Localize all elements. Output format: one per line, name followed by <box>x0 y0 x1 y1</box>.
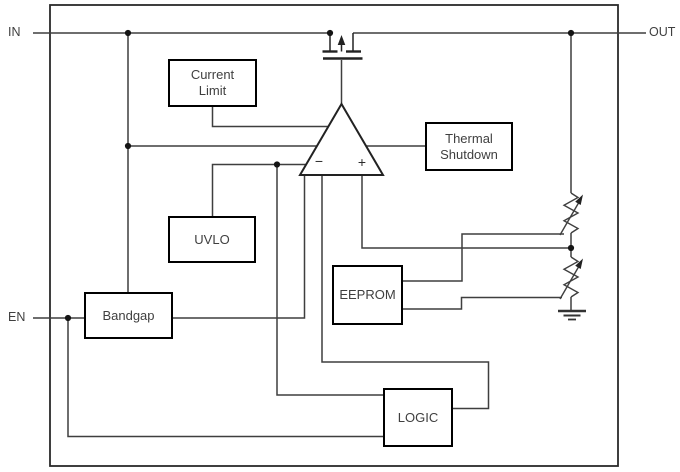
mosfet-body-arrow-icon <box>337 35 346 45</box>
thermal-shutdown-block: Thermal Shutdown <box>425 122 513 171</box>
wire-eeprom-trim-bottom <box>403 296 562 310</box>
wire-feedback-tap <box>361 170 571 249</box>
junction-out-divider <box>567 29 575 37</box>
junction-uvlo-logic <box>273 161 281 168</box>
trim-arrow-bottom-head-icon <box>575 258 583 269</box>
wire-bandgap-to-amp <box>173 170 306 319</box>
wire-uvlo-to-logic <box>276 164 383 396</box>
bandgap-block: Bandgap <box>84 292 173 339</box>
pass-transistor-icon <box>322 33 363 60</box>
current-limit-block: Current Limit <box>168 59 257 107</box>
junction-in-amp <box>124 142 132 150</box>
junction-feedback-tap <box>567 244 575 252</box>
wire-currentlimit-to-amp <box>211 107 331 128</box>
resistor-top-zigzag <box>562 192 580 234</box>
junction-dots <box>64 29 575 322</box>
junction-in-bandgap <box>124 29 132 37</box>
junction-en-logic <box>64 314 72 322</box>
pin-label-in: IN <box>8 25 21 39</box>
wire-uvlo-to-amp <box>211 163 309 216</box>
amp-noninverting-input-label: + <box>357 154 367 170</box>
chip-boundary <box>49 4 619 467</box>
error-amplifier-icon <box>298 102 385 176</box>
wire-eeprom-trim-top <box>403 233 564 282</box>
logic-block: LOGIC <box>383 388 453 447</box>
eeprom-block: EEPROM <box>332 265 403 325</box>
resistor-bottom-zigzag <box>562 256 580 298</box>
junction-in-source <box>326 29 334 37</box>
ground-icon <box>558 309 586 321</box>
wire-amp-to-logic <box>321 170 490 410</box>
wire-en-to-logic <box>67 318 383 438</box>
pin-label-out: OUT <box>649 25 676 39</box>
uvlo-block: UVLO <box>168 216 256 263</box>
trim-arrow-top-head-icon <box>575 194 583 205</box>
amp-inverting-input-label: − <box>314 153 324 169</box>
pin-label-en: EN <box>8 310 26 324</box>
trim-arrow-top-shaft <box>559 202 580 236</box>
trim-arrow-bottom-shaft <box>559 266 580 300</box>
